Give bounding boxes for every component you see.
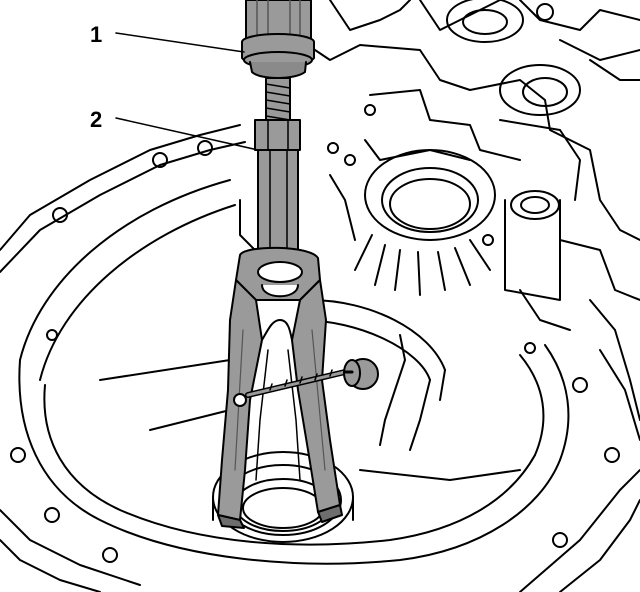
callout-label-1: 1 xyxy=(90,22,102,47)
transmission-case-upper xyxy=(299,0,640,331)
leader-line-2 xyxy=(115,117,259,151)
bearing-remover-jaws xyxy=(217,246,379,529)
callout-2: 2 xyxy=(90,107,259,151)
callout-1: 1 xyxy=(90,22,245,53)
housing-cavity xyxy=(18,174,570,565)
callout-label-2: 2 xyxy=(90,107,102,132)
slide-hammer-puller xyxy=(241,0,315,256)
leader-line-1 xyxy=(115,32,245,53)
